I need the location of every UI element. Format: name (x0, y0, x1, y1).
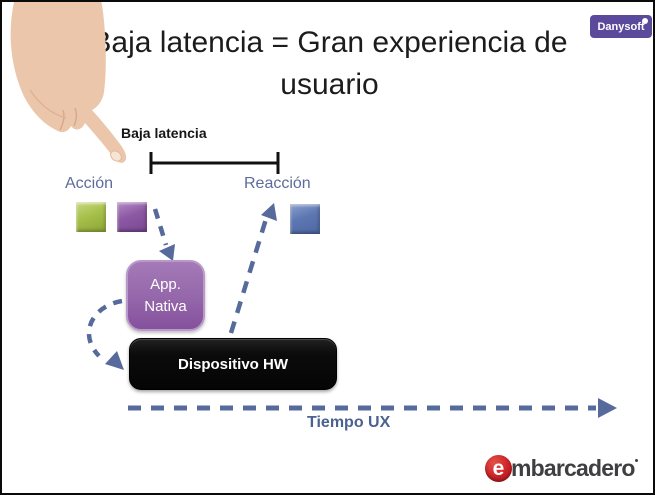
hw-device-box: Dispositivo HW (129, 338, 337, 390)
embarcadero-e-icon: e (485, 455, 512, 482)
reaction-blue-square (290, 204, 320, 234)
danysoft-badge-label: Danysoft (597, 20, 645, 33)
embarcadero-wordmark: mbarcadero (511, 455, 635, 481)
page-title: Baja latencia = Gran experiencia de usua… (91, 26, 568, 101)
reaction-label: Reacción (244, 175, 311, 192)
arrow-app-to-hw (86, 298, 124, 370)
time-axis-label: Tiempo UX (307, 414, 391, 431)
hw-device-label: Dispositivo HW (177, 355, 288, 373)
action-purple-square (117, 202, 147, 232)
app-nativa-label: App. Nativa (144, 275, 187, 315)
danysoft-badge: Danysoft (590, 15, 652, 38)
danysoft-mark-icon (642, 18, 648, 24)
embarcadero-logo: e mbarcadero (485, 455, 638, 482)
trademark-dot (634, 459, 638, 462)
fingernail (110, 150, 122, 162)
action-green-square (76, 202, 106, 232)
arrow-action-to-app (152, 208, 175, 261)
arrow-hw-to-reaction (228, 203, 277, 334)
action-label: Acción (65, 175, 114, 192)
app-nativa-box: App. Nativa (126, 260, 205, 331)
latency-label: Baja latencia (121, 125, 207, 141)
